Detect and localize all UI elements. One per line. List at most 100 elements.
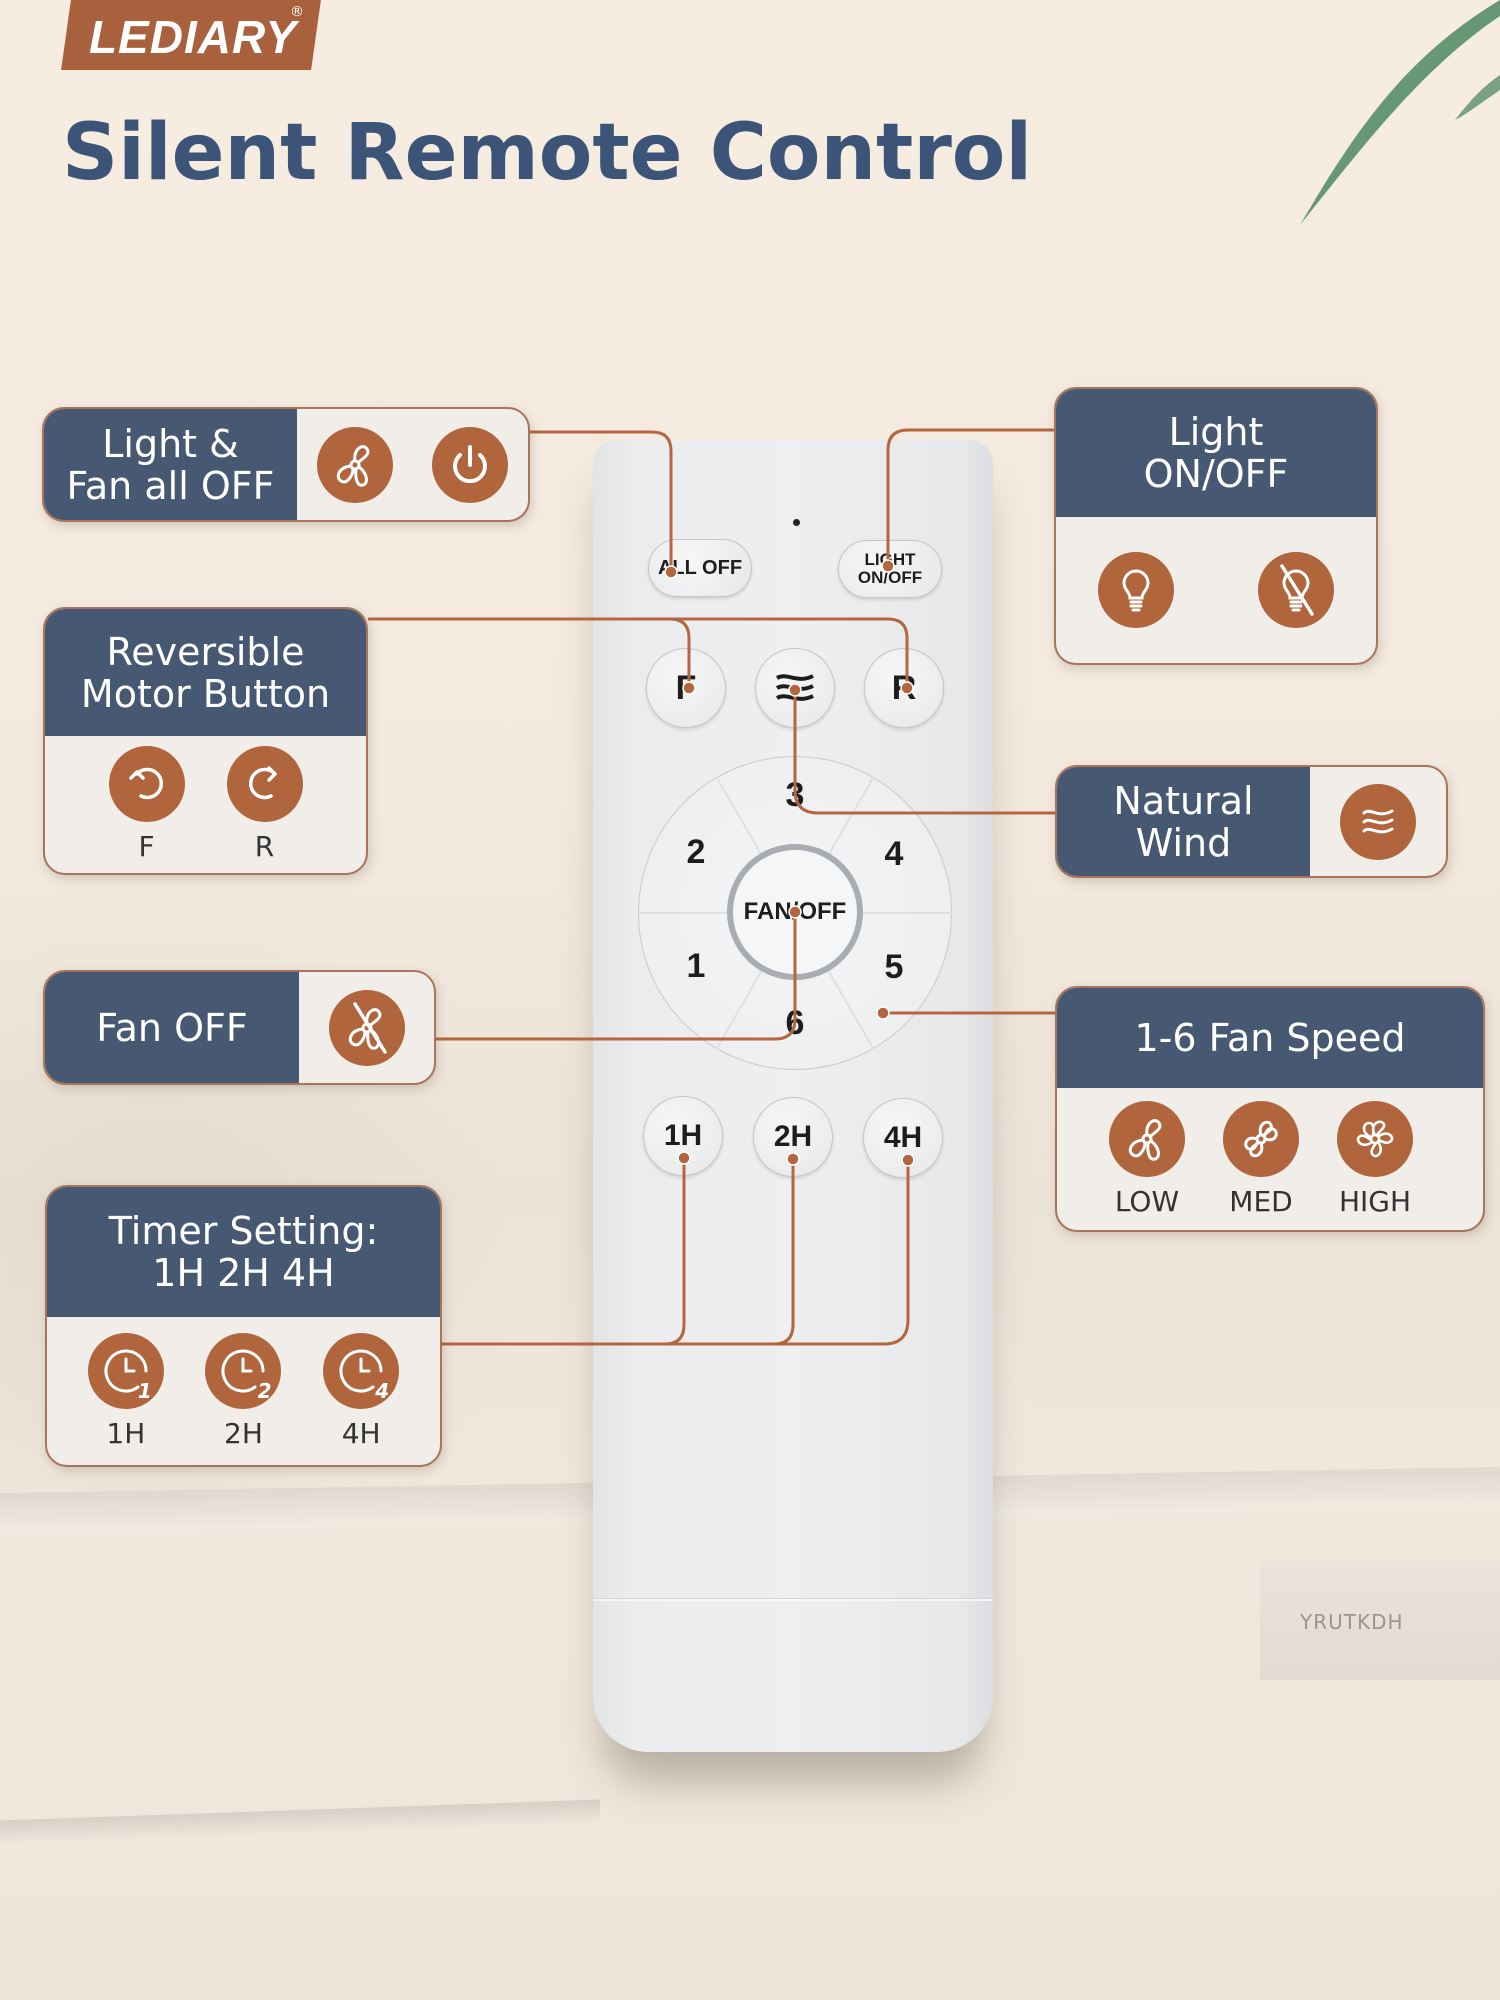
wind-icon <box>775 674 814 701</box>
callout-all-off-header: Light & Fan all OFF <box>44 409 297 520</box>
remote-control-body <box>593 440 993 1752</box>
callout-natural-wind-icons <box>1310 767 1446 876</box>
timer-2h-caption: 2H <box>224 1416 263 1450</box>
remote-timer-1h-label: 1H <box>663 1119 703 1152</box>
clock-4h-icon: 4 <box>323 1332 400 1409</box>
remote-light-label-line2: ON/OFF <box>857 568 923 587</box>
remote-timer-4h-button[interactable]: 4H <box>863 1098 943 1178</box>
power-icon <box>432 426 509 503</box>
callout-natural-wind-title-line2: Wind <box>1135 820 1232 865</box>
fan-speed-med-item: MED <box>1223 1100 1299 1218</box>
rotate-clockwise-icon <box>226 746 303 822</box>
speed-button-2[interactable]: 2 <box>686 833 706 871</box>
speed-button-1[interactable]: 1 <box>686 947 706 985</box>
remote-indicator-led <box>793 519 800 526</box>
speed-button-4[interactable]: 4 <box>884 835 904 873</box>
callout-light-title-line1: Light <box>1168 410 1264 454</box>
background-shelf-lower <box>0 1799 600 1843</box>
remote-timer-1h-button[interactable]: 1H <box>643 1096 723 1176</box>
timer-4h-caption: 4H <box>341 1416 381 1450</box>
remote-light-label-line1: LIGHT <box>864 550 916 569</box>
callout-timer-header: Timer Setting: 1H 2H 4H <box>47 1187 440 1317</box>
clock-1h-icon: 1 <box>87 1332 164 1409</box>
fan-5-blade-icon <box>1337 1100 1413 1177</box>
lightbulb-off-icon <box>1258 552 1334 628</box>
callout-natural-wind-title-line1: Natural <box>1113 778 1254 823</box>
remote-forward-button[interactable]: F <box>646 648 726 728</box>
callout-reversible-title-line2: Motor Button <box>80 671 331 716</box>
remote-timer-4h-label: 4H <box>883 1121 923 1154</box>
reversible-reverse-caption: R <box>254 830 275 863</box>
speed-button-6[interactable]: 6 <box>785 1004 805 1042</box>
fan-speed-low-item: LOW <box>1109 1100 1185 1218</box>
remote-natural-wind-button[interactable] <box>755 648 835 728</box>
wind-icon <box>1340 783 1416 860</box>
callout-fan-off: Fan OFF <box>43 970 436 1085</box>
remote-reverse-label: R <box>891 668 917 707</box>
callout-fan-speed-header: 1-6 Fan Speed <box>1057 988 1483 1088</box>
clock-4h-badge: 4 <box>375 1378 390 1403</box>
callout-timer-icons: 1 1H 2 2H 4 4H <box>47 1317 440 1465</box>
callout-fan-speed: 1-6 Fan Speed LOW <box>1055 986 1485 1232</box>
fan-3-blade-icon <box>1109 1100 1185 1177</box>
fan-speed-low-caption: LOW <box>1114 1184 1180 1218</box>
callout-light-icons <box>1056 517 1376 663</box>
callout-all-off: Light & Fan all OFF <box>42 407 530 522</box>
speed-button-5[interactable]: 5 <box>884 948 904 986</box>
reversible-reverse-item: R <box>226 746 303 863</box>
callout-fan-speed-title: 1-6 Fan Speed <box>1134 1016 1406 1060</box>
remote-all-off-button[interactable]: ALL OFF <box>648 539 752 597</box>
plant-leaf-decoration <box>1300 0 1500 225</box>
fan-speed-high-item: HIGH <box>1337 1100 1413 1218</box>
clock-2h-badge: 2 <box>257 1378 272 1403</box>
timer-4h-item: 4 4H <box>323 1332 400 1450</box>
background-book-spine-text: YRUTKDH <box>1300 1610 1404 1634</box>
remote-all-off-label: ALL OFF <box>657 557 743 579</box>
remote-timer-2h-label: 2H <box>773 1120 813 1153</box>
callout-reversible-header: Reversible Motor Button <box>45 609 366 736</box>
dial-divider <box>795 912 952 914</box>
callout-light-title-line2: ON/OFF <box>1143 452 1289 496</box>
remote-fan-off-label: FAN/OFF <box>743 898 847 925</box>
registered-mark: ® <box>290 4 304 20</box>
lightbulb-icon <box>1098 552 1174 628</box>
remote-forward-label: F <box>675 668 697 707</box>
fan-4-blade-icon <box>1223 1100 1299 1177</box>
timer-1h-item: 1 1H <box>87 1332 164 1450</box>
callout-natural-wind: Natural Wind <box>1055 765 1448 878</box>
callout-fan-off-header: Fan OFF <box>45 972 299 1083</box>
fan-icon <box>316 426 393 503</box>
speed-button-3[interactable]: 3 <box>785 776 805 814</box>
fan-speed-med-caption: MED <box>1229 1184 1293 1218</box>
reversible-forward-caption: F <box>138 830 155 863</box>
remote-light-on-off-button[interactable]: LIGHT ON/OFF <box>838 540 942 598</box>
remote-fan-off-button[interactable]: FAN/OFF <box>727 844 863 980</box>
callout-fan-speed-icons: LOW MED <box>1057 1088 1483 1230</box>
callout-light-header: Light ON/OFF <box>1056 389 1376 517</box>
timer-2h-item: 2 2H <box>205 1332 282 1450</box>
callout-light: Light ON/OFF <box>1054 387 1378 665</box>
callout-timer: Timer Setting: 1H 2H 4H 1 1H 2 2H <box>45 1185 442 1467</box>
callout-natural-wind-header: Natural Wind <box>1057 767 1310 876</box>
remote-timer-2h-button[interactable]: 2H <box>753 1097 833 1177</box>
callout-all-off-title-line1: Light & <box>102 421 239 466</box>
remote-battery-seam <box>593 1598 993 1601</box>
brand-logo-text: LEDIARY <box>88 11 298 63</box>
background-book <box>1260 1560 1500 1680</box>
clock-1h-badge: 1 <box>137 1378 152 1403</box>
remote-reverse-button[interactable]: R <box>864 648 944 728</box>
fan-speed-high-caption: HIGH <box>1338 1184 1412 1218</box>
clock-2h-icon: 2 <box>205 1332 282 1409</box>
callout-all-off-title-line2: Fan all OFF <box>66 463 275 508</box>
callout-reversible-icons: F R <box>45 736 366 873</box>
callout-fan-off-icons <box>299 972 434 1083</box>
callout-all-off-icons <box>297 409 528 520</box>
reversible-forward-item: F <box>108 746 185 863</box>
callout-timer-title-line2: 1H 2H 4H <box>152 1251 335 1295</box>
page-title: Silent Remote Control <box>62 108 1033 198</box>
callout-reversible: Reversible Motor Button F R <box>43 607 368 875</box>
callout-fan-off-title: Fan OFF <box>96 1005 248 1050</box>
callout-timer-title-line1: Timer Setting: <box>108 1209 379 1253</box>
callout-reversible-title-line1: Reversible <box>106 629 305 674</box>
timer-1h-caption: 1H <box>106 1416 146 1450</box>
